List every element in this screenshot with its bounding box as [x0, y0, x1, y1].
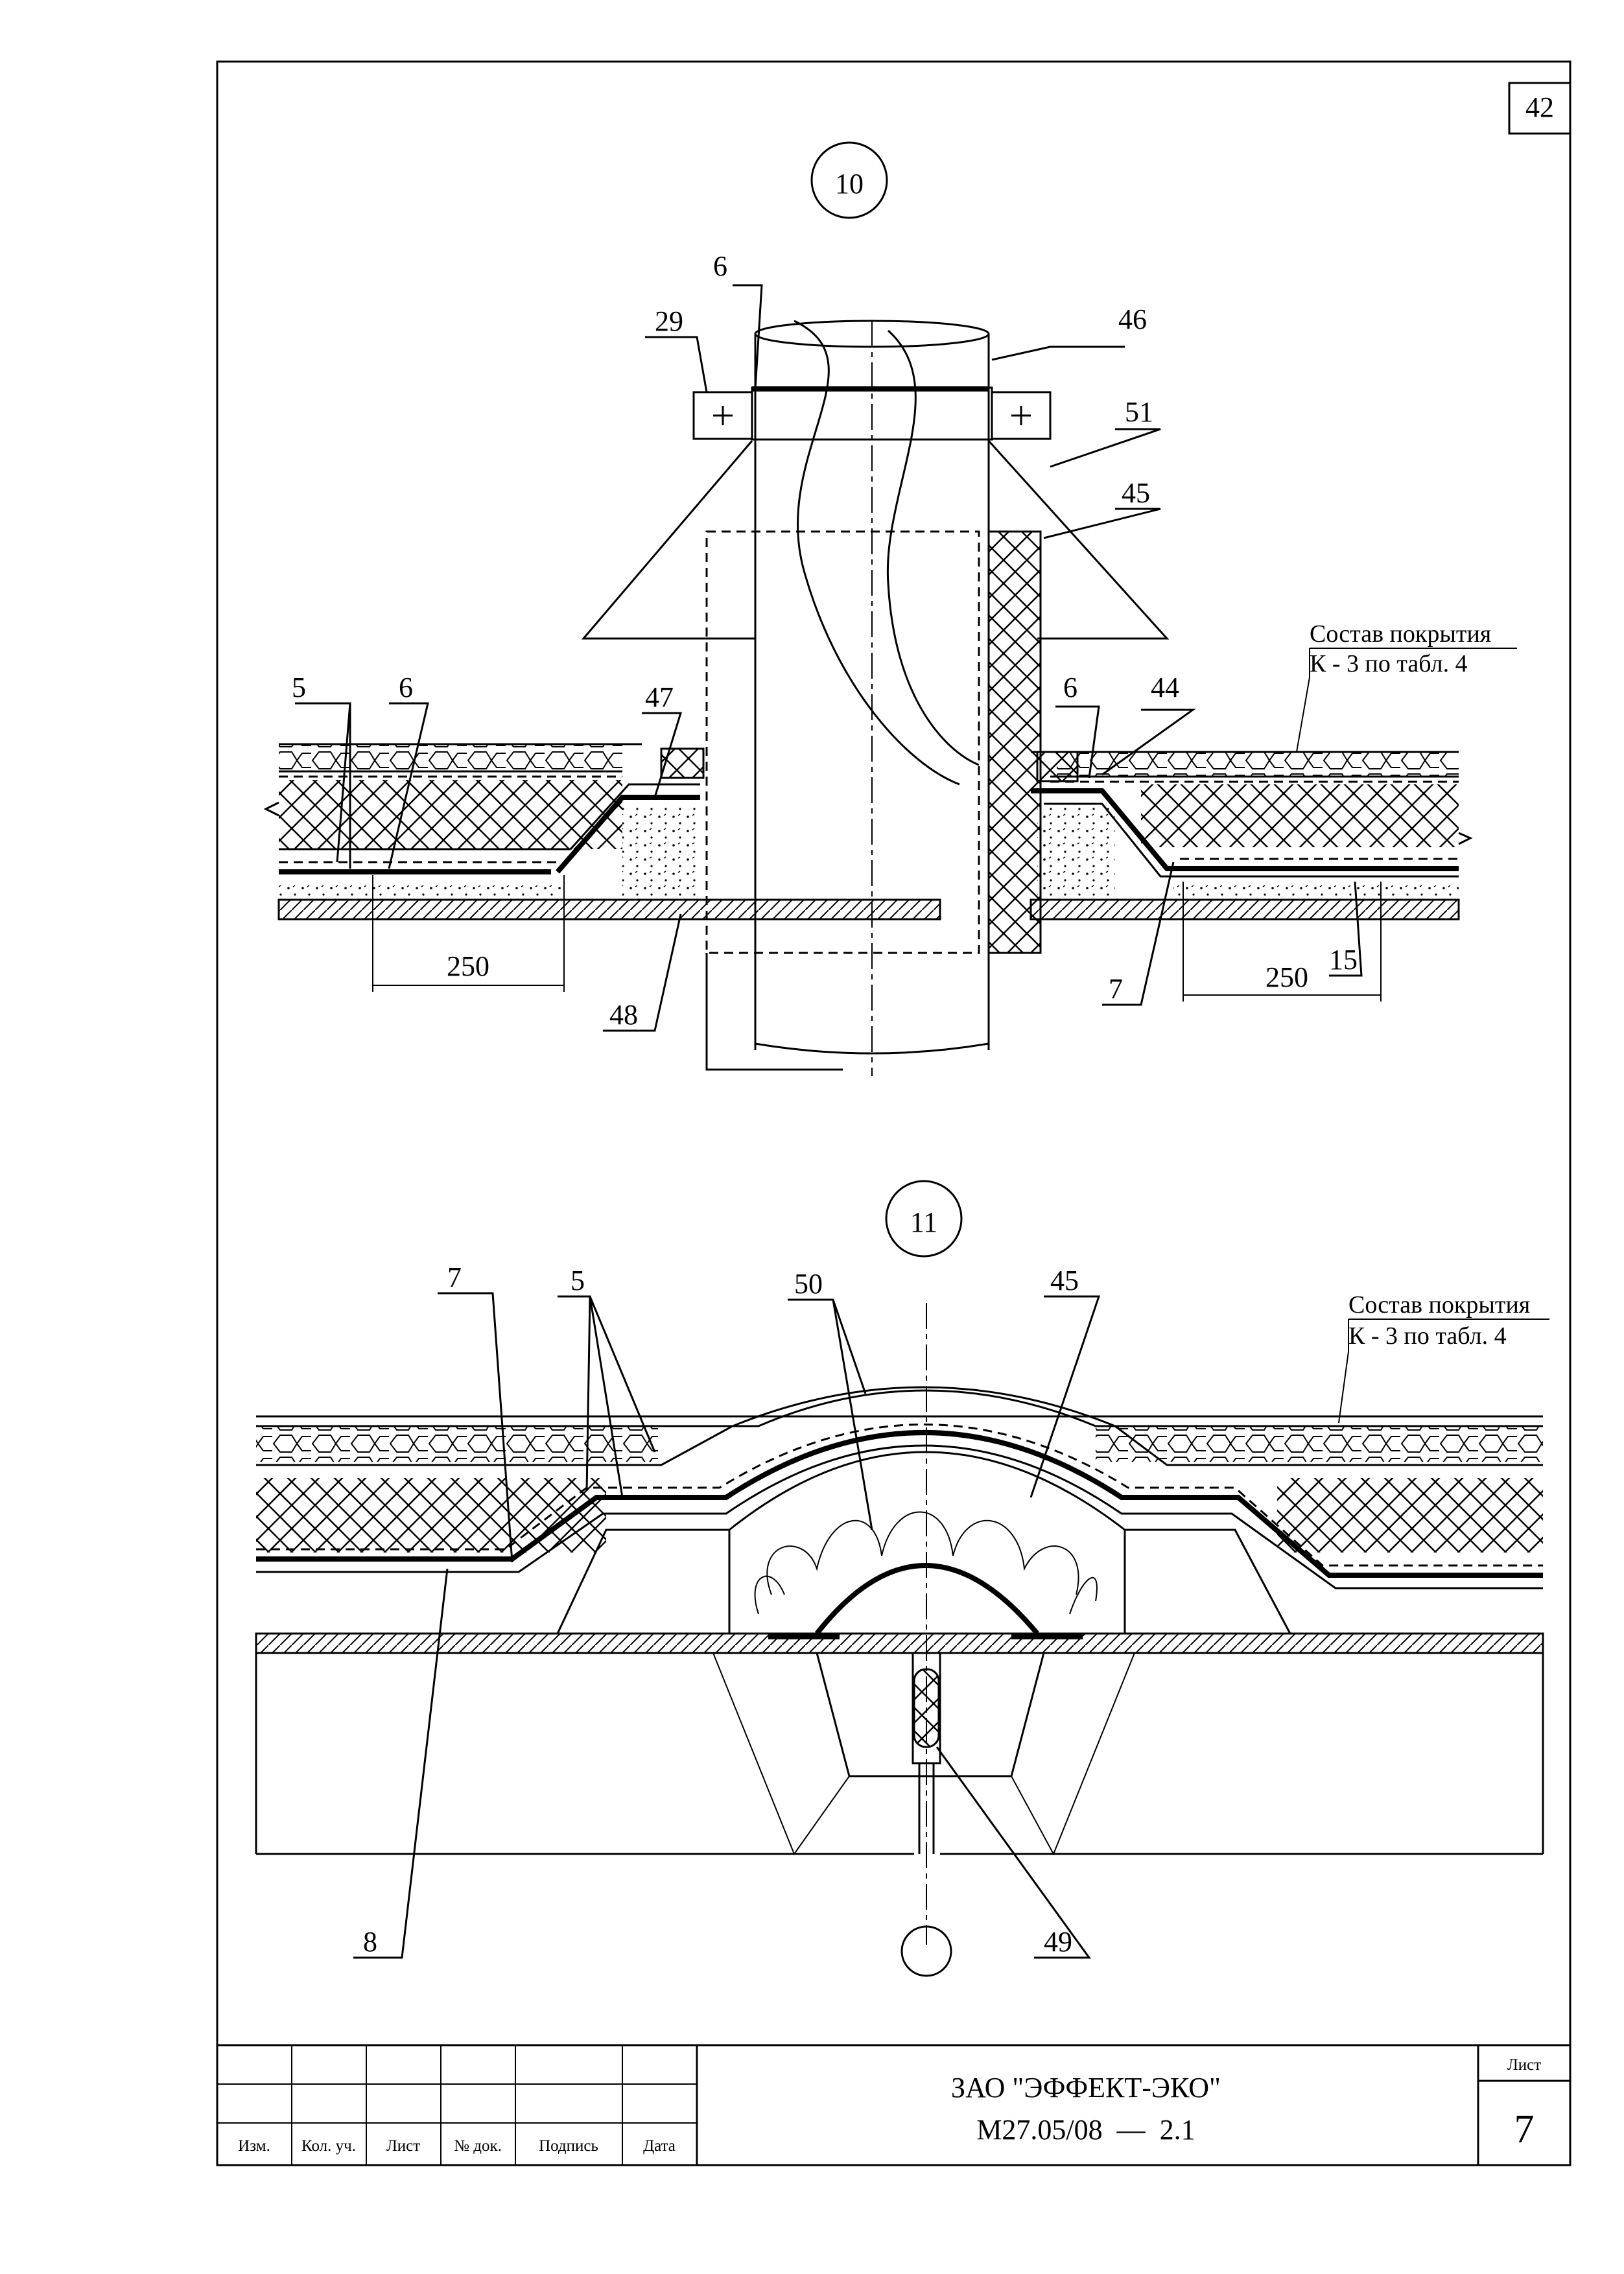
document-code: М27.05/08 — 2.1 — [976, 2114, 1195, 2146]
roof-composition-note-10: Состав покрытия К - 3 по табл. 4 — [1296, 620, 1517, 753]
column-signature: Подпись — [539, 2137, 598, 2155]
organization-name: ЗАО "ЭФФЕКТ-ЭКО" — [951, 2072, 1221, 2104]
column-doc-number: № док. — [454, 2137, 502, 2155]
pipe-clamp — [692, 386, 1052, 441]
column-izm: Изм. — [238, 2137, 270, 2155]
label-6-right: 6 — [1063, 672, 1077, 703]
column-date: Дата — [643, 2137, 676, 2155]
label-29: 29 — [655, 305, 683, 337]
detail-10-number: 10 — [835, 168, 864, 200]
slab-joint — [816, 1303, 1045, 1977]
detail-11-number: 11 — [910, 1206, 937, 1238]
roof-composition-note-11: Состав покрытия К - 3 по табл. 4 — [1338, 1291, 1549, 1424]
label-44: 44 — [1151, 672, 1179, 703]
roof-section-11 — [255, 1386, 1544, 1654]
cone-flashing — [581, 440, 1170, 640]
label-51: 51 — [1125, 396, 1153, 428]
label-5-d11: 5 — [571, 1265, 585, 1296]
label-48: 48 — [609, 999, 638, 1031]
label-46: 46 — [1118, 303, 1147, 335]
label-15: 15 — [1329, 944, 1358, 976]
pipe — [754, 320, 990, 1076]
page-number: 42 — [1525, 91, 1554, 123]
label-5: 5 — [292, 672, 306, 703]
label-47: 47 — [645, 681, 674, 713]
sheet-number: 7 — [1514, 2107, 1535, 2151]
sheet-frame — [216, 60, 1571, 2166]
roof-section-right — [1030, 751, 1473, 920]
label-7-d11: 7 — [447, 1261, 462, 1293]
label-45-d11: 45 — [1050, 1265, 1079, 1296]
label-45: 45 — [1122, 477, 1150, 509]
column-kol-uch: Кол. уч. — [301, 2137, 356, 2155]
label-8: 8 — [363, 1926, 377, 1958]
detail-11-leaders — [353, 1292, 1101, 1959]
dimension-250-right — [1183, 882, 1382, 1002]
detail-10-callout-circle — [810, 141, 888, 219]
page-number-box: 42 — [1508, 82, 1571, 135]
label-250-right: 250 — [1265, 961, 1308, 993]
detail-11: 11 — [255, 1180, 1549, 1977]
expansion-joint-arch — [728, 1451, 1126, 1639]
roof-composition-ref-11: К - 3 по табл. 4 — [1348, 1322, 1507, 1350]
roof-composition-ref: К - 3 по табл. 4 — [1310, 650, 1468, 677]
slab-lines — [255, 1652, 1544, 1856]
label-49: 49 — [1044, 1926, 1072, 1958]
label-250-left: 250 — [447, 950, 489, 982]
detail-10-leaders — [295, 284, 1363, 1032]
pipe-insulation — [705, 530, 1042, 1071]
dimension-250-left — [372, 875, 565, 992]
label-6-top: 6 — [713, 250, 727, 282]
roof-composition-title-11: Состав покрытия — [1348, 1291, 1530, 1319]
roof-composition-title: Состав покрытия — [1310, 620, 1491, 648]
detail-10: 10 — [263, 141, 1517, 1076]
sheet-label: Лист — [1507, 2056, 1541, 2074]
title-block: Изм. Кол. уч. Лист № док. Подпись Дата З… — [216, 2044, 1571, 2166]
label-6-left: 6 — [399, 672, 413, 703]
roof-section-left — [263, 743, 941, 920]
label-50: 50 — [794, 1268, 823, 1300]
support-blocks — [556, 1529, 1292, 1635]
label-7: 7 — [1109, 973, 1123, 1005]
column-list: Лист — [386, 2137, 420, 2155]
detail-11-callout-circle — [885, 1180, 963, 1258]
